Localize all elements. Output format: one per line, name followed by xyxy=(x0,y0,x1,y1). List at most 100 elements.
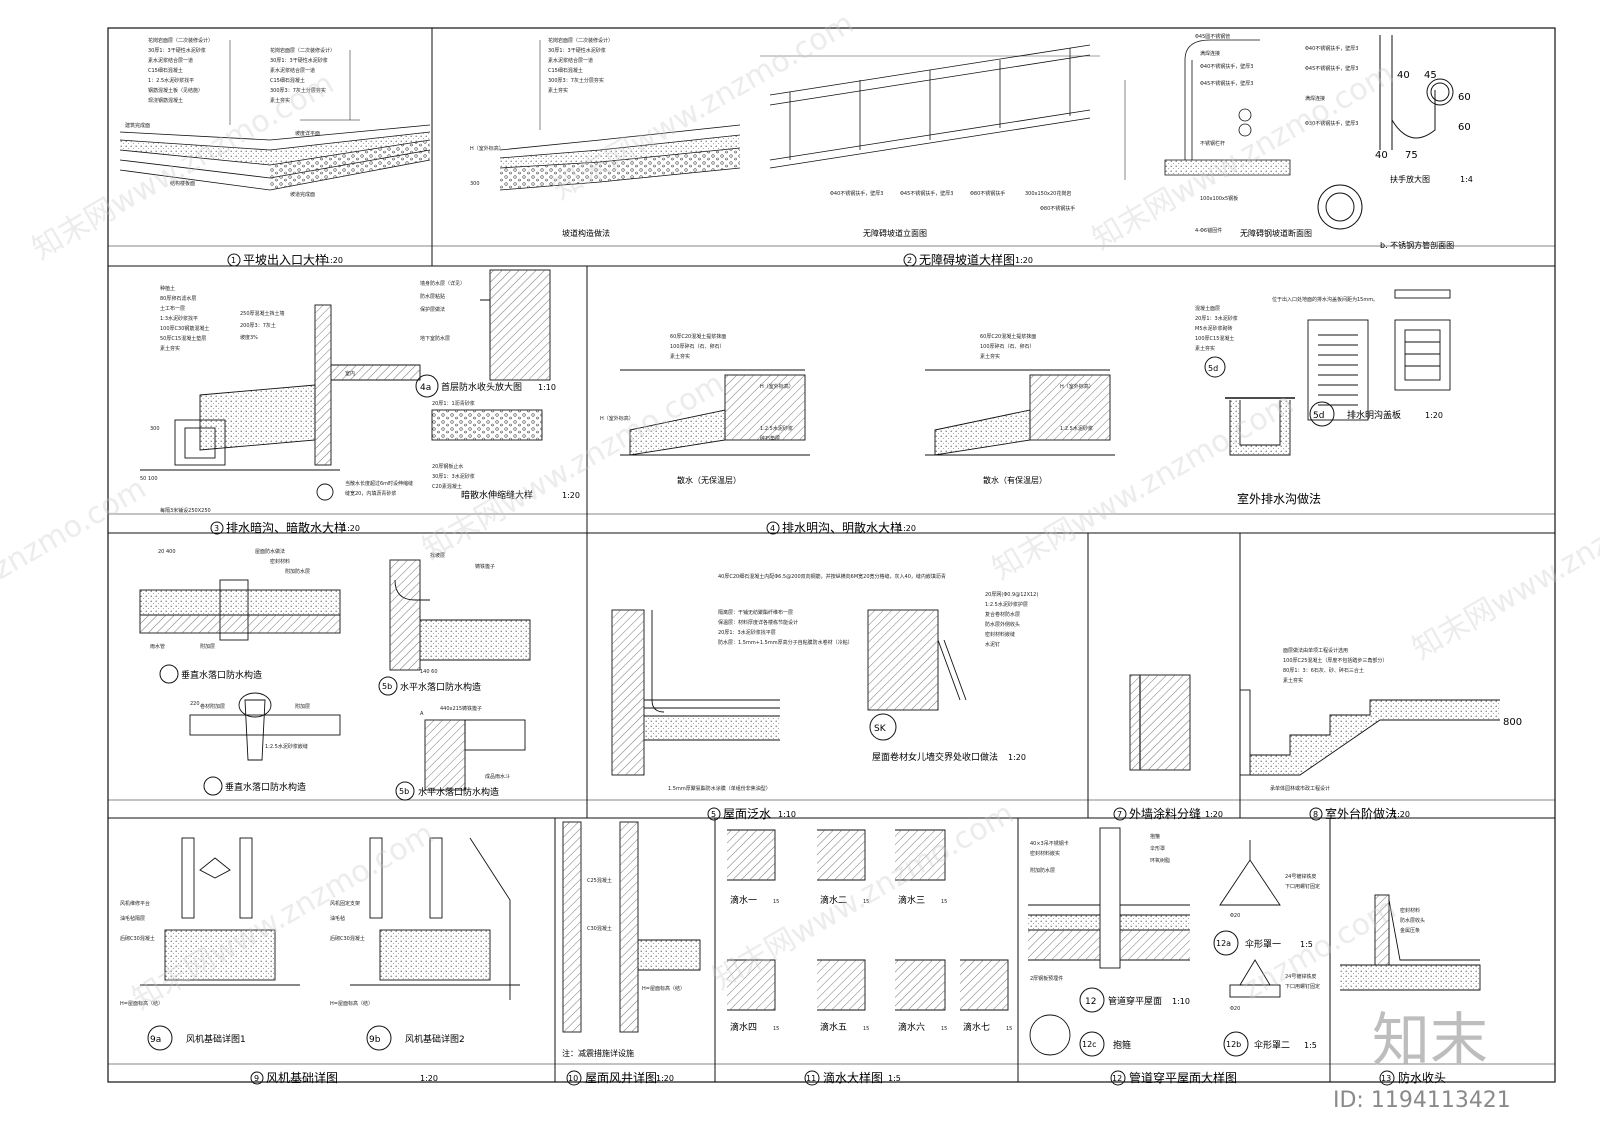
drain-v1-label: 垂直水落口防水构造 xyxy=(181,669,262,681)
id-text: ID: 1194113421 xyxy=(1333,1088,1511,1113)
p10-num: 10 xyxy=(568,1074,578,1083)
tag-5d-a: 5d xyxy=(1208,364,1218,373)
note-n2: 隔离层：干铺无纺聚酯纤维布一层 xyxy=(718,609,793,616)
panel-4-open-drain: 60厚C20混凝土提浆抹面 100厚碎石（石、卵石） 素土夯实 H（室外标高） … xyxy=(600,289,1451,506)
drip1-label: 滴水一 xyxy=(730,894,757,906)
detail-4a-scale: 1:10 xyxy=(538,383,556,392)
p11-num: 11 xyxy=(806,1074,816,1083)
svg-text:屋面防水做法: 屋面防水做法 xyxy=(255,548,285,555)
p12-title: 管道穿平屋面大样图 xyxy=(1129,1070,1237,1085)
tag-9b: 9b xyxy=(369,1035,381,1045)
p2-scale: 1:20 xyxy=(1015,256,1033,265)
svg-text:45: 45 xyxy=(1424,70,1437,81)
svg-text:24号镀锌铁皮: 24号镀锌铁皮 xyxy=(1285,973,1316,980)
p5-scale: 1:10 xyxy=(778,810,796,819)
svg-text:花岗岩面层（二次装修设计）: 花岗岩面层（二次装修设计） xyxy=(548,37,613,44)
svg-text:防水层收头: 防水层收头 xyxy=(1400,917,1425,924)
p8-num: 8 xyxy=(1313,810,1318,819)
tag-12a: 12a xyxy=(1216,939,1231,948)
svg-text:24号镀锌铁皮: 24号镀锌铁皮 xyxy=(1285,873,1316,880)
svg-text:100厚C15混凝土: 100厚C15混凝土 xyxy=(1195,335,1234,342)
drip5-label: 滴水五 xyxy=(820,1021,847,1033)
svg-text:油毛毡隔层: 油毛毡隔层 xyxy=(120,915,145,922)
svg-text:地下室防水层: 地下室防水层 xyxy=(420,335,450,342)
drip6-scale: 15 xyxy=(941,1026,947,1032)
watermark-8: 知末网www.znzmo.com xyxy=(127,816,440,1017)
svg-text:坡度详平面: 坡度详平面 xyxy=(295,130,320,137)
svg-text:100x100x5钢板: 100x100x5钢板 xyxy=(1200,195,1238,202)
svg-text:素土夯实: 素土夯实 xyxy=(270,97,290,104)
svg-text:附加层: 附加层 xyxy=(200,643,215,650)
p13-title: 防水收头 xyxy=(1398,1070,1446,1085)
svg-text:20 400: 20 400 xyxy=(158,549,176,555)
svg-text:C15细石混凝土: C15细石混凝土 xyxy=(548,67,583,74)
p2-num: 2 xyxy=(907,256,912,265)
p7-scale: 1:20 xyxy=(1205,810,1223,819)
note-n16-a: H=屋面标高（结） xyxy=(120,1000,163,1007)
p5-title: 屋面泛水 xyxy=(723,807,771,821)
svg-text:2厚钢板预埋件: 2厚钢板预埋件 xyxy=(1030,975,1063,982)
svg-text:素土夯实: 素土夯实 xyxy=(980,353,1000,360)
svg-text:250厚混凝土挡土墙: 250厚混凝土挡土墙 xyxy=(240,310,285,317)
svg-text:Φ40不锈钢扶手，壁厚3: Φ40不锈钢扶手，壁厚3 xyxy=(1305,45,1358,52)
svg-text:220: 220 xyxy=(190,701,200,707)
panel-title-bands: 1 平坡出入口大样 1:20 2 无障碍坡道大样图 1:20 3 排水暗沟、暗散… xyxy=(210,252,1446,1086)
svg-text:75: 75 xyxy=(1405,150,1418,161)
svg-text:卷材附加层: 卷材附加层 xyxy=(200,703,225,710)
p11-title: 滴水大样图 xyxy=(823,1070,883,1085)
svg-text:当散水长度超过6m时设伸缩缝: 当散水长度超过6m时设伸缩缝 xyxy=(345,480,413,487)
p4-scale: 1:20 xyxy=(898,524,916,533)
svg-text:下口用螺钉固定: 下口用螺钉固定 xyxy=(1285,983,1320,990)
ramp-elev-mark: H（室外标高） xyxy=(470,145,504,152)
svg-text:20厚1：3水泥砂浆: 20厚1：3水泥砂浆 xyxy=(1195,315,1238,322)
sanshui1-label: 散水（无保温层） xyxy=(677,475,741,485)
panel-2-ramp: 花岗岩面层（二次装修设计） 30厚1：3干硬性水泥砂浆 素水泥浆结合层一道 C1… xyxy=(470,33,1473,250)
note-n4: 20厚1：3水泥砂浆找平层 xyxy=(718,629,776,636)
watermark-7: 知末网www.znzmo.com xyxy=(1407,466,1600,667)
svg-text:碎石垫层: 碎石垫层 xyxy=(760,435,780,442)
svg-text:Φ30不锈钢扶手，壁厚3: Φ30不锈钢扶手，壁厚3 xyxy=(1305,120,1358,127)
svg-text:4-Φ6锚固件: 4-Φ6锚固件 xyxy=(1195,227,1222,234)
note-n16-b: H=屋面标高（结） xyxy=(330,1000,373,1007)
tag-9a: 9a xyxy=(150,1035,161,1045)
svg-text:300厚3：7灰土分层夯实: 300厚3：7灰土分层夯实 xyxy=(270,87,326,94)
p9-scale: 1:20 xyxy=(420,1074,438,1083)
p9-title: 风机基础详图 xyxy=(266,1070,338,1085)
svg-text:Φ45不锈钢扶手，壁厚3: Φ45不锈钢扶手，壁厚3 xyxy=(1200,80,1253,87)
drip2-label: 滴水二 xyxy=(820,894,847,906)
svg-text:Φ45不锈钢扶手，壁厚3: Φ45不锈钢扶手，壁厚3 xyxy=(900,190,953,197)
p12-num: 12 xyxy=(1112,1074,1122,1083)
svg-text:结构楼板面: 结构楼板面 xyxy=(170,180,195,187)
svg-text:20厚1：1沥青砂浆: 20厚1：1沥青砂浆 xyxy=(432,400,475,407)
drip6-label: 滴水六 xyxy=(898,1021,925,1033)
p3-title: 排水暗沟、暗散水大样 xyxy=(226,520,346,535)
parapet-scale: 1:20 xyxy=(1008,753,1026,762)
svg-text:钢筋混凝土板（见结施）: 钢筋混凝土板（见结施） xyxy=(148,87,203,94)
pipe-title: 管道穿平屋面 xyxy=(1108,995,1162,1007)
svg-text:300厚3：7灰土分层夯实: 300厚3：7灰土分层夯实 xyxy=(548,77,604,84)
panel-5-drain-outlets: 20 400 屋面防水做法 密封材料 附加防水层 雨水管 附加层 找坡层 铸铁篦… xyxy=(139,548,531,801)
watermark-5: 知末网www.znzmo.com xyxy=(417,366,730,567)
svg-text:1：2.5水泥砂浆找平: 1：2.5水泥砂浆找平 xyxy=(148,77,194,84)
svg-text:抱箍: 抱箍 xyxy=(1150,833,1160,840)
p7-title: 外墙涂料分缝 xyxy=(1129,806,1201,821)
drip2-scale: 15 xyxy=(863,899,869,905)
panel-9-fan-base: 风机维修平台 油毛毡隔层 后砌C30混凝土 H=屋面标高（结） 风机固定支架 油… xyxy=(120,837,520,1051)
tag-12: 12 xyxy=(1085,997,1096,1007)
svg-text:60厚C20混凝土提浆抹面: 60厚C20混凝土提浆抹面 xyxy=(980,333,1036,340)
svg-text:素水泥浆结合层一道: 素水泥浆结合层一道 xyxy=(270,67,315,74)
svg-text:20厚钢板止水: 20厚钢板止水 xyxy=(432,463,463,470)
tag-12c: 12c xyxy=(1082,1040,1097,1049)
svg-text:素土夯实: 素土夯实 xyxy=(670,353,690,360)
tag-5b-a: 5b xyxy=(382,682,392,691)
svg-text:复合卷材防水层: 复合卷材防水层 xyxy=(985,611,1020,618)
p9-num: 9 xyxy=(254,1074,259,1083)
svg-text:坡度3%: 坡度3% xyxy=(240,334,258,341)
svg-text:30厚1：3水泥砂浆: 30厚1：3水泥砂浆 xyxy=(432,473,475,480)
svg-text:下口用螺钉固定: 下口用螺钉固定 xyxy=(1285,883,1320,890)
note-n6: 1.5mm厚聚氨酯防水涂膜（单组份非焦油型） xyxy=(668,785,771,792)
svg-text:300: 300 xyxy=(150,426,160,432)
hidden-joint-label: 暗散水伸缩缝大样 xyxy=(461,489,533,501)
svg-text:1:2.5水泥砂浆护层: 1:2.5水泥砂浆护层 xyxy=(985,601,1028,608)
svg-text:100厚碎石（石、卵石）: 100厚碎石（石、卵石） xyxy=(670,343,725,350)
